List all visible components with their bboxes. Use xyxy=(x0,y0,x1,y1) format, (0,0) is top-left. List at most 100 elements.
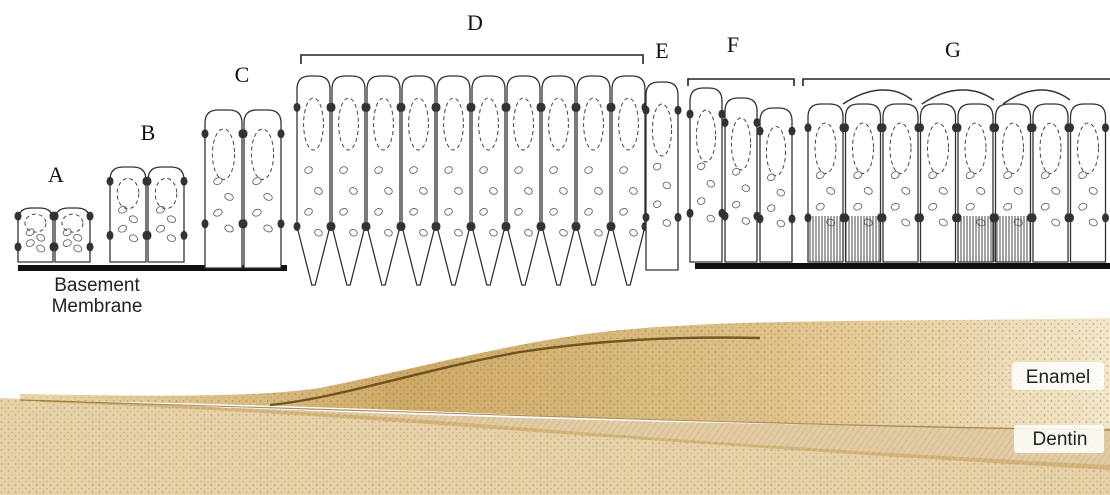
cell-outline xyxy=(110,167,146,262)
cell-junction xyxy=(722,118,729,127)
cell-stage-g xyxy=(1067,104,1109,262)
cell-stage-f xyxy=(722,98,761,262)
cell-junction xyxy=(1067,123,1074,132)
cell-junction xyxy=(917,213,924,222)
cell-junction xyxy=(992,213,999,222)
cell-outline xyxy=(507,76,540,285)
cell-junction xyxy=(294,103,301,112)
cell-stage-d xyxy=(294,76,334,285)
cell-stage-d xyxy=(364,76,404,285)
cell-junction xyxy=(574,103,581,112)
cell-junction xyxy=(278,129,285,138)
cell-stage-d xyxy=(329,76,369,285)
cell-junction xyxy=(917,123,924,132)
cell-outline xyxy=(646,82,678,270)
migration-arrow xyxy=(843,90,912,104)
migration-arrow xyxy=(1003,90,1070,104)
cell-junction xyxy=(842,123,849,132)
cell-junction xyxy=(145,177,152,186)
cell-stage-d xyxy=(574,76,614,285)
cell-junction xyxy=(52,242,59,251)
cell-junction xyxy=(992,123,999,132)
cell-stage-d xyxy=(434,76,474,285)
cell-junction xyxy=(722,212,729,221)
migration-arrow xyxy=(922,90,994,104)
cell-junction xyxy=(87,242,94,251)
cell-outline xyxy=(542,76,575,285)
stage-label-c: C xyxy=(235,62,250,87)
cell-stage-c xyxy=(241,110,285,268)
cell-junction xyxy=(469,222,476,231)
cell-junction xyxy=(15,212,22,221)
cell-outline xyxy=(437,76,470,285)
cell-stage-c xyxy=(202,110,246,268)
cell-junction xyxy=(880,123,887,132)
enamel-label: Enamel xyxy=(1026,367,1090,388)
cell-junction xyxy=(609,222,616,231)
tooth-section: Enamel Dentin xyxy=(0,318,1110,495)
cell-junction xyxy=(434,222,441,231)
cell-stage-d xyxy=(504,76,544,285)
cell-junction xyxy=(1102,213,1109,222)
cell-outline xyxy=(612,76,645,285)
cell-stage-d xyxy=(609,76,649,285)
stage-g-bracket xyxy=(803,79,1110,86)
cell-stage-d xyxy=(399,76,439,285)
cell-junction xyxy=(789,214,796,223)
cell-junction xyxy=(434,103,441,112)
cell-junction xyxy=(757,127,764,136)
cell-outline xyxy=(205,110,242,268)
stage-d-bracket xyxy=(301,55,643,64)
cell-outline xyxy=(921,104,956,262)
cell-stage-a xyxy=(52,208,94,262)
cell-junction xyxy=(539,222,546,231)
cell-junction xyxy=(52,212,59,221)
cell-outline xyxy=(883,104,918,262)
cell-outline xyxy=(244,110,281,268)
cell-junction xyxy=(399,103,406,112)
cell-stage-f xyxy=(687,88,726,262)
cell-stage-g xyxy=(992,104,1034,262)
cell-junction xyxy=(294,222,301,231)
cell-junction xyxy=(955,123,962,132)
cell-junction xyxy=(15,242,22,251)
cell-junction xyxy=(278,219,285,228)
stage-label-f: F xyxy=(727,32,739,57)
cell-junction xyxy=(539,103,546,112)
stage-label-d: D xyxy=(467,10,483,35)
cell-junction xyxy=(880,213,887,222)
cell-outline xyxy=(332,76,365,285)
cell-junction xyxy=(504,222,511,231)
cell-junction xyxy=(329,103,336,112)
cell-outline xyxy=(55,208,90,262)
cell-junction xyxy=(364,103,371,112)
cell-junction xyxy=(241,219,248,228)
cell-outline xyxy=(577,76,610,285)
cell-stage-e xyxy=(643,82,682,270)
cell-stage-a xyxy=(15,208,57,262)
cell-stage-d xyxy=(469,76,509,285)
cell-junction xyxy=(329,222,336,231)
cell-stage-g xyxy=(842,104,884,262)
cell-junction xyxy=(399,222,406,231)
cell-junction xyxy=(687,209,694,218)
cell-outline xyxy=(367,76,400,285)
cell-junction xyxy=(241,129,248,138)
cell-outline xyxy=(472,76,505,285)
cell-junction xyxy=(643,106,650,115)
cell-stage-f xyxy=(757,108,796,262)
cell-junction xyxy=(675,213,682,222)
cell-outline xyxy=(725,98,757,262)
cell-junction xyxy=(469,103,476,112)
cell-outline xyxy=(846,104,881,262)
cell-junction xyxy=(107,231,114,240)
cell-stage-g xyxy=(1030,104,1072,262)
cell-outline xyxy=(1071,104,1106,262)
cell-junction xyxy=(643,213,650,222)
cell-stage-g xyxy=(917,104,959,262)
stage-label-b: B xyxy=(141,120,156,145)
cell-stage-b xyxy=(145,167,188,262)
cell-junction xyxy=(757,214,764,223)
